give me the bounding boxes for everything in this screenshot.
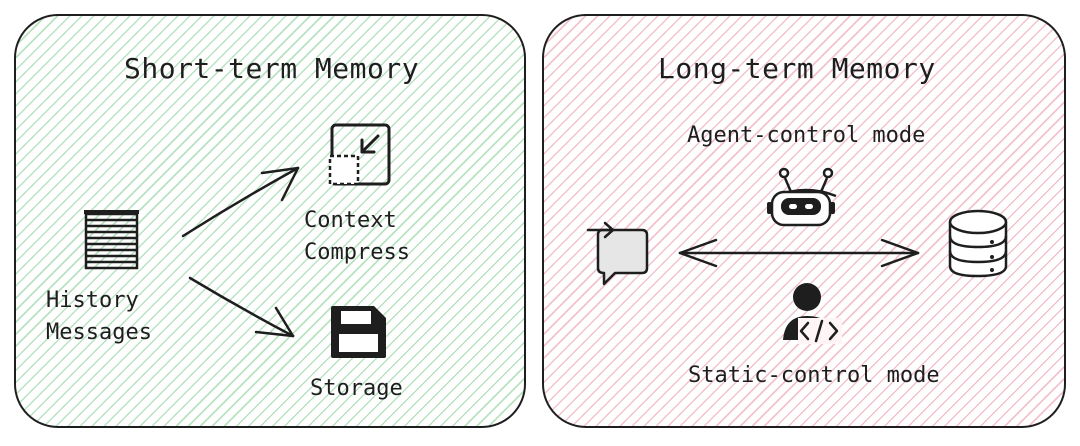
context-label-line1: Context: [304, 208, 397, 233]
history-label-line1: History: [46, 288, 139, 313]
short-term-title: Short-term Memory: [124, 52, 420, 85]
long-term-title: Long-term Memory: [658, 52, 936, 85]
history-label-line2: Messages: [46, 320, 152, 345]
agent-mode-label: Agent-control mode: [687, 123, 926, 148]
static-mode-label: Static-control mode: [688, 363, 940, 388]
storage-label: Storage: [310, 376, 403, 401]
context-label-line2: Compress: [304, 240, 410, 265]
